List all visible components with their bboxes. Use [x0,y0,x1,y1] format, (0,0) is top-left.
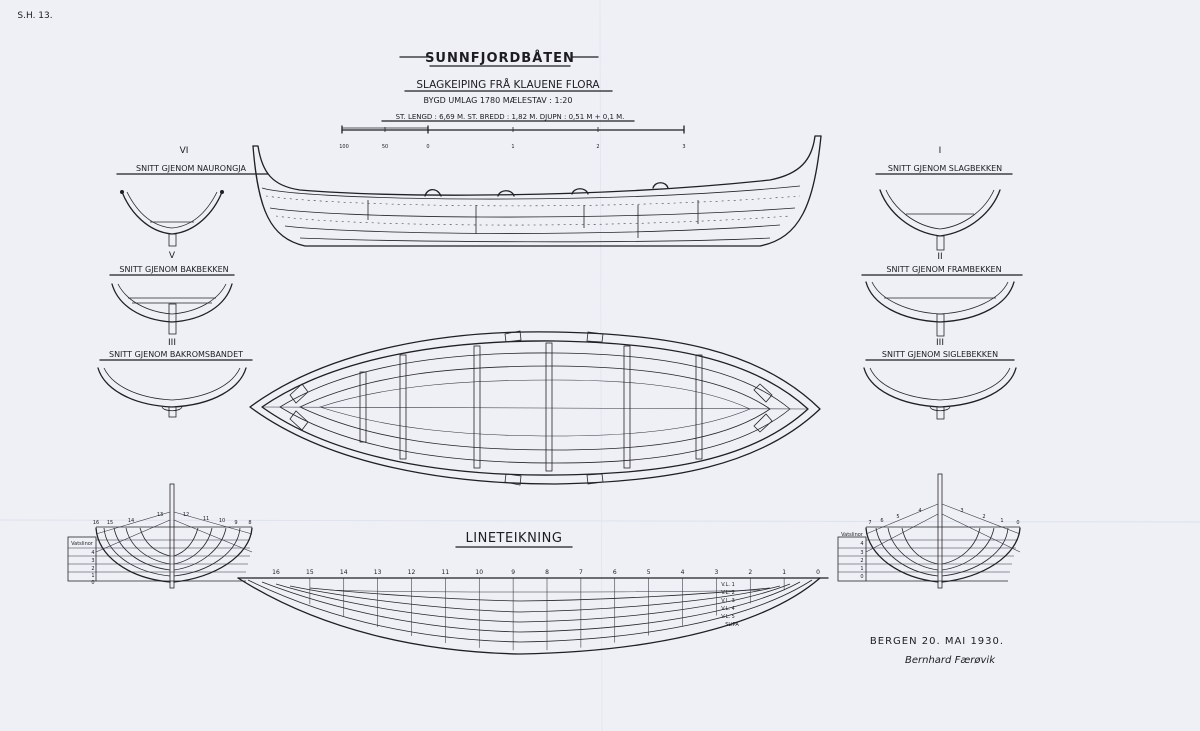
section-drawing-v [111,283,233,335]
waterline-number: 3 [860,550,863,556]
station-label: 11 [442,569,450,576]
section-numeral: II [937,252,942,262]
side-view [252,135,822,247]
section-label-v: SNITT GJENOM BAKBEKKEN [119,265,228,274]
body-plan-left-top-number: 14 [128,518,134,524]
section-label-iii-left: SNITT GJENOM BAKROMSBANDET [109,350,243,359]
waterline-number: 1 [860,566,863,572]
station-label: 16 [272,569,280,576]
station-label: 8 [545,569,549,576]
signature: Bernhard Færøvik [905,655,996,666]
scale-bar: 100 50 0 1 2 3 [339,125,686,150]
station-label: 2 [748,569,752,576]
waterline-number: 1 [91,573,94,579]
body-plan-right-top-number: 4 [918,508,921,514]
drawing-subtitle: SLAGKEIPING FRÅ KLAUENE FLORA [416,78,600,91]
section-numeral: III [936,338,944,348]
scale-label: 3 [682,144,685,150]
station-label: 9 [511,569,515,576]
station-label: 0 [816,569,820,576]
section-drawing-ii [865,281,1015,337]
profile-waterline-labels: V.L. 1 V.L. 2 V.L. 3 V.L. 4 V.L. 5 SLIPA [721,582,739,628]
body-plan-right-top-number: 1 [1000,518,1003,524]
profile-wl-label: V.L. 4 [721,606,735,612]
station-label: 5 [647,569,651,576]
section-drawing-i [879,189,1001,251]
body-plan-left-top-number: 10 [219,518,225,524]
lines-plan [237,577,829,655]
body-plan-left-top-number: 13 [157,512,163,518]
profile-wl-label: SLIPA [725,622,739,628]
dimensions-line: ST. LENGD : 6,69 M. ST. BREDD : 1,82 M. … [396,113,625,121]
lines-plan-title: LINETEIKNING [466,531,563,546]
scale-label: 1 [511,144,514,150]
section-drawing-vi [120,190,224,247]
station-label: 3 [714,569,718,576]
section-label-vi: SNITT GJENOM NAURONGJA [136,164,247,173]
scale-label: 50 [382,144,388,150]
station-label: 14 [340,569,348,576]
body-plan-right-top-number: 3 [960,508,963,514]
section-numeral: V [169,251,176,261]
body-plan-left-top-number: 11 [203,516,209,522]
body-plan-left: 16 15 14 13 12 11 10 9 8 Vatslinor 4 3 2… [67,483,253,589]
body-plan-left-top-number: 8 [248,520,251,526]
station-label: 4 [681,569,685,576]
waterline-number: 4 [860,541,863,547]
station-label: 15 [306,569,314,576]
scale-label: 2 [596,144,599,150]
section-label-iii-right: SNITT GJENOM SIGLEBEKKEN [882,350,998,359]
profile-wl-label: V.L. 3 [721,598,735,604]
station-label: 7 [579,569,583,576]
body-plan-left-top-number: 12 [183,512,189,518]
station-label: 10 [475,569,483,576]
corner-mark: S.H. 13. [17,11,52,21]
body-plan-right-top-number: 7 [868,520,871,526]
waterline-number: 2 [860,558,863,564]
station-label: 13 [374,569,382,576]
section-drawing-iii-left [97,367,247,418]
station-label: 12 [408,569,416,576]
body-plan-right-top-number: 0 [1016,520,1019,526]
scale-label: 100 [339,144,349,150]
body-plan-right-waterline-label: Vatslinor [841,532,864,538]
scale-label: 0 [426,144,429,150]
body-plan-left-top-number: 15 [107,520,113,526]
drawing-title: SUNNFJORDBÅTEN [425,50,575,66]
body-plan-left-waterline-label: Vatslinor [71,541,94,547]
plan-view [249,330,821,486]
build-info-line: BYGD UMLAG 1780 MÆLESTAV : 1:20 [424,96,573,105]
body-plan-left-top-number: 9 [234,520,237,526]
body-plan-right-top-number: 5 [896,514,899,520]
section-label-ii: SNITT GJENOM FRAMBEKKEN [886,265,1001,274]
body-plan-right-top-number: 2 [982,514,985,520]
station-label: 6 [613,569,617,576]
waterline-number: 2 [91,566,94,572]
body-plan-left-top-number: 16 [93,520,99,526]
waterline-number: 4 [91,550,94,556]
station-label: 1 [782,569,786,576]
section-numeral: I [939,146,942,156]
section-numeral: VI [180,146,189,156]
profile-wl-label: V.L. 5 [721,614,735,620]
profile-wl-label: V.L. 2 [721,590,735,596]
waterline-number: 3 [91,558,94,564]
body-plan-right: 7 6 5 4 3 2 1 0 Vatslinor 4 3 2 1 0 [837,473,1021,589]
waterline-number: 0 [91,580,94,586]
body-plan-right-top-number: 6 [880,518,883,524]
date-line: BERGEN 20. MAI 1930. [870,636,1004,647]
profile-wl-label: V.L. 1 [721,582,735,588]
section-label-i: SNITT GJENOM SLAGBEKKEN [888,164,1002,173]
section-drawing-iii-right [863,367,1017,420]
section-numeral: III [168,338,176,348]
waterline-number: 0 [860,574,863,580]
